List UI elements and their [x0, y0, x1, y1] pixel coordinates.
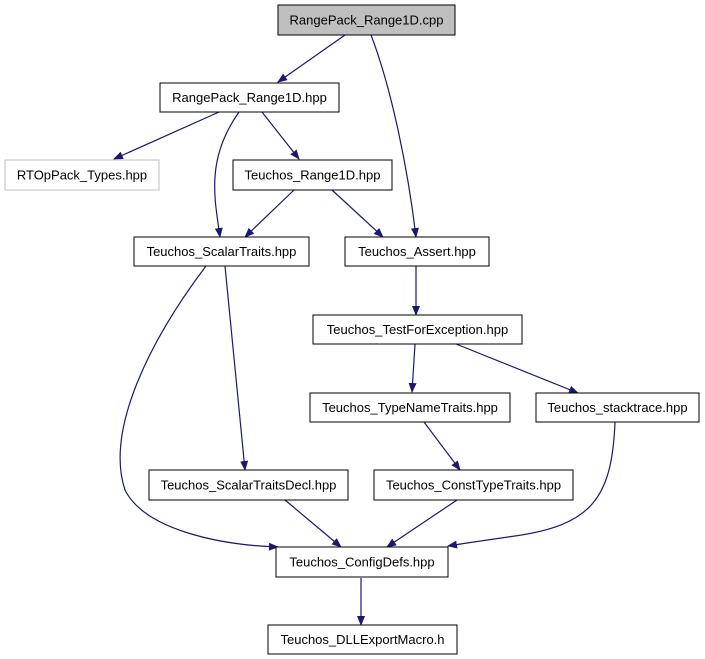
edge-testforexception-to-stacktrace: [455, 343, 579, 394]
node-label: RangePack_Range1D.hpp: [172, 90, 327, 105]
edge-rangepack-hpp-to-scalartraits: [214, 111, 240, 238]
node-rtoppack-types-hpp[interactable]: RTOpPack_Types.hpp: [4, 159, 160, 191]
edge-scalartraitsdecl-to-configdefs: [284, 499, 342, 548]
node-label: Teuchos_TypeNameTraits.hpp: [322, 400, 498, 415]
edge-rangepack-hpp-to-rtoppack-types: [113, 111, 220, 160]
node-rangepack-range1d-hpp[interactable]: RangePack_Range1D.hpp: [159, 82, 340, 113]
edges: [113, 34, 616, 626]
node-teuchos-dllexportmacro-h[interactable]: Teuchos_DLLExportMacro.h: [267, 624, 458, 655]
node-label: RangePack_Range1D.cpp: [290, 13, 444, 28]
node-label: Teuchos_ConfigDefs.hpp: [289, 555, 434, 570]
edge-stacktrace-to-configdefs: [447, 421, 616, 549]
edge-teuchos-range1d-to-assert: [331, 189, 384, 238]
edge-testforexception-to-typenametraits: [408, 343, 417, 393]
node-teuchos-testforexception-hpp[interactable]: Teuchos_TestForException.hpp: [312, 314, 523, 345]
node-label: RTOpPack_Types.hpp: [17, 168, 147, 183]
node-teuchos-typenametraits-hpp[interactable]: Teuchos_TypeNameTraits.hpp: [309, 392, 511, 423]
edge-teuchos-range1d-to-scalartraits: [244, 189, 295, 238]
node-label: Teuchos_ConstTypeTraits.hpp: [386, 478, 561, 493]
node-label: Teuchos_stacktrace.hpp: [547, 400, 687, 415]
node-rangepack-range1d-cpp[interactable]: RangePack_Range1D.cpp: [277, 4, 456, 36]
node-teuchos-range1d-hpp[interactable]: Teuchos_Range1D.hpp: [232, 159, 393, 191]
edge-cpp-to-rangepack-hpp: [277, 34, 346, 83]
node-teuchos-stacktrace-hpp[interactable]: Teuchos_stacktrace.hpp: [535, 392, 700, 423]
node-teuchos-consttypetraits-hpp[interactable]: Teuchos_ConstTypeTraits.hpp: [373, 469, 574, 501]
edge-cpp-to-assert: [370, 34, 419, 238]
node-teuchos-scalartraits-hpp[interactable]: Teuchos_ScalarTraits.hpp: [133, 236, 310, 267]
edge-rangepack-hpp-to-teuchos-range1d: [261, 111, 300, 160]
node-label: Teuchos_ScalarTraitsDecl.hpp: [161, 478, 337, 493]
node-teuchos-assert-hpp[interactable]: Teuchos_Assert.hpp: [344, 236, 490, 267]
node-label: Teuchos_Assert.hpp: [358, 244, 476, 259]
node-label: Teuchos_ScalarTraits.hpp: [147, 244, 297, 259]
nodes: RangePack_Range1D.cpp RangePack_Range1D.…: [4, 4, 700, 655]
edge-scalartraits-to-configdefs: [119, 265, 279, 551]
edge-scalartraits-to-scalartraitsdecl: [224, 265, 249, 471]
node-teuchos-configdefs-hpp[interactable]: Teuchos_ConfigDefs.hpp: [275, 546, 449, 578]
node-label: Teuchos_Range1D.hpp: [245, 168, 381, 183]
edge-consttypetraits-to-configdefs: [386, 499, 458, 548]
node-teuchos-scalartraitsdecl-hpp[interactable]: Teuchos_ScalarTraitsDecl.hpp: [148, 469, 349, 501]
node-label: Teuchos_TestForException.hpp: [327, 322, 508, 337]
node-label: Teuchos_DLLExportMacro.h: [280, 632, 444, 647]
edge-typenametraits-to-consttypetraits: [423, 421, 461, 471]
